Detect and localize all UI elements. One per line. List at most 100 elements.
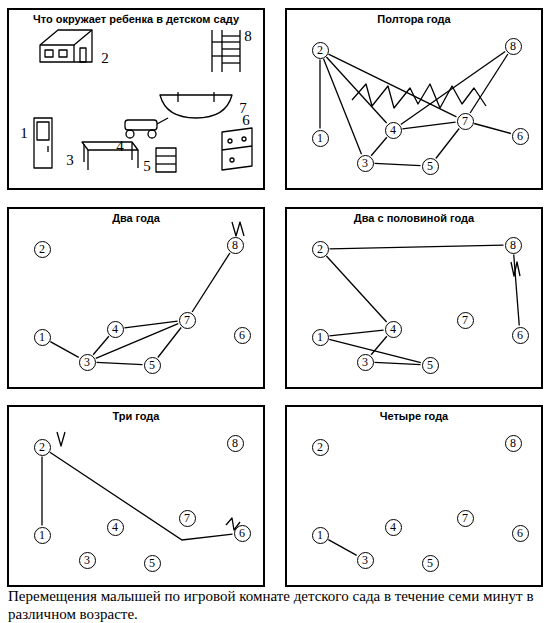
object-circle: 4	[385, 519, 402, 536]
panel-box: Полтора года 1 2 3 4 5 6 7 8	[285, 8, 543, 190]
trajectory-line	[324, 59, 362, 154]
object-number: 5	[427, 359, 433, 371]
object-number: 4	[112, 521, 118, 533]
panel-box: Четыре года 1 2 34 5 6 7 8	[285, 405, 543, 587]
house-drawing	[40, 30, 92, 62]
trajectory-line	[93, 336, 109, 355]
callout-number: 2	[101, 50, 109, 67]
object-number: 7	[462, 314, 468, 326]
trajectory-line	[374, 163, 420, 165]
object-number: 6	[239, 527, 245, 539]
object-circle: 3	[357, 552, 374, 569]
trajectory-line	[514, 254, 520, 325]
object-circle: 6	[512, 327, 529, 344]
trajectory-scribble	[232, 222, 244, 236]
object-number: 2	[317, 44, 323, 56]
object-number: 8	[510, 40, 516, 52]
cabinet-drawing	[156, 148, 176, 172]
object-number: 3	[84, 554, 90, 566]
trajectory-line	[474, 124, 511, 134]
panel-box: Два с половиной года 1 2 3 4 5 6 7 8	[285, 207, 543, 389]
object-circle: 4	[107, 519, 124, 536]
object-circle: 2	[34, 439, 51, 456]
object-circle: 1	[312, 329, 329, 346]
object-circle: 6	[512, 525, 529, 542]
panel-title: Четыре года	[287, 410, 541, 422]
trajectory-scribble	[57, 432, 65, 446]
object-circle: 8	[505, 237, 522, 254]
object-circle: 7	[457, 312, 474, 329]
trajectory-scribble	[352, 84, 486, 108]
swing-drawing	[160, 92, 232, 118]
callout-number: 4	[116, 138, 124, 155]
object-number: 2	[317, 441, 323, 453]
object-number: 3	[362, 356, 368, 368]
object-circle: 3	[357, 155, 374, 172]
callout-number: 1	[20, 125, 28, 142]
object-number: 1	[317, 331, 323, 343]
object-number: 5	[427, 557, 433, 569]
object-circle: 2	[34, 241, 51, 258]
object-number: 5	[149, 359, 155, 371]
object-circle: 8	[505, 38, 522, 55]
callout-number: 6	[242, 112, 250, 129]
object-number: 8	[510, 239, 516, 251]
object-number: 6	[517, 329, 523, 341]
object-circle: 3	[79, 552, 96, 569]
object-number: 1	[39, 529, 45, 541]
object-number: 6	[517, 527, 523, 539]
object-number: 5	[149, 557, 155, 569]
panel-box: Три года 1 2 3 4 5 6 7 8	[7, 405, 265, 587]
object-number: 8	[232, 239, 238, 251]
object-number: 7	[184, 314, 190, 326]
object-circle: 7	[179, 510, 196, 527]
object-circle: 6	[512, 128, 529, 145]
wagon-drawing	[125, 118, 168, 138]
panel-title: Два с половиной года	[287, 212, 541, 224]
object-circle: 2	[312, 42, 329, 59]
panel-title: Два года	[9, 212, 263, 224]
object-circle: 7	[457, 113, 474, 130]
callout-number: 5	[143, 158, 151, 175]
object-circle: 1	[312, 527, 329, 544]
object-circle: 3	[79, 354, 96, 371]
object-circle: 2	[312, 241, 329, 258]
trajectory-line	[50, 452, 233, 540]
object-circle: 6	[234, 327, 251, 344]
callout-number: 3	[66, 152, 74, 169]
object-circle: 5	[422, 158, 439, 175]
object-circle: 8	[227, 435, 244, 452]
object-number: 3	[84, 356, 90, 368]
object-circle: 5	[144, 357, 161, 374]
object-circle: 1	[34, 329, 51, 346]
trajectory-line	[328, 540, 356, 556]
object-circle: 4	[107, 321, 124, 338]
trajectory-line	[41, 457, 42, 526]
object-circle: 5	[144, 555, 161, 572]
object-number: 8	[510, 437, 516, 449]
object-circle: 7	[179, 312, 196, 329]
trajectory-line	[329, 54, 457, 117]
object-number: 4	[390, 124, 396, 136]
object-circle: 4	[385, 321, 402, 338]
panel-title: Полтора года	[287, 13, 541, 25]
panel-box: Два года 1 2 3 4 5 6 7 8	[7, 207, 265, 389]
trajectory-line	[326, 256, 386, 322]
object-number: 2	[39, 243, 45, 255]
trajectory-line	[374, 362, 420, 364]
object-number: 7	[462, 512, 468, 524]
trajectory-line	[402, 122, 455, 129]
callout-number: 8	[244, 28, 252, 45]
trajectory-line	[319, 60, 320, 129]
panel-title: Три года	[9, 410, 263, 422]
object-number: 6	[239, 329, 245, 341]
object-number: 1	[317, 132, 323, 144]
trajectory-line	[50, 342, 78, 358]
object-number: 6	[517, 130, 523, 142]
object-number: 4	[112, 323, 118, 335]
trajectory-line	[371, 137, 387, 156]
object-circle: 1	[312, 130, 329, 147]
object-circle: 2	[312, 439, 329, 456]
